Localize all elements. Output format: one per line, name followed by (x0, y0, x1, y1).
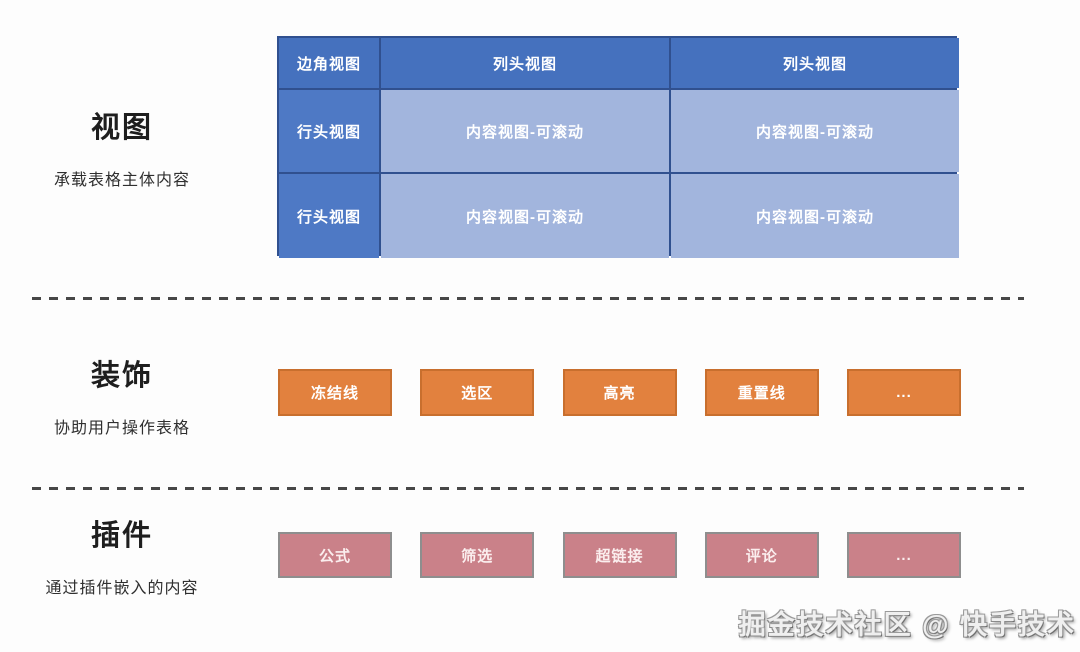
content-view-cell: 内容视图-可滚动 (381, 174, 669, 258)
watermark-text: 掘金技术社区 @ 快手技术 (738, 610, 1076, 640)
decorations-box-row: 冻结线 选区 高亮 重置线 ... (278, 369, 961, 416)
section-divider (32, 297, 1024, 300)
views-grid: 边角视图 列头视图 列头视图 行头视图 内容视图-可滚动 内容视图-可滚动 行头… (277, 36, 959, 258)
selection-box: 选区 (420, 369, 535, 416)
views-section-label: 视图 承载表格主体内容 (22, 104, 222, 190)
content-view-cell: 内容视图-可滚动 (381, 90, 669, 172)
hyperlink-box: 超链接 (562, 532, 677, 578)
content-view-cell: 内容视图-可滚动 (671, 90, 959, 172)
reset-line-box: 重置线 (704, 369, 819, 416)
content-view-cell: 内容视图-可滚动 (671, 174, 959, 258)
decorations-section-title: 装饰 (90, 360, 153, 392)
views-section-subtitle: 承载表格主体内容 (53, 172, 190, 189)
filter-box: 筛选 (420, 532, 535, 578)
freeze-line-box: 冻结线 (278, 369, 392, 416)
plugins-section-subtitle: 通过插件嵌入的内容 (45, 580, 199, 597)
views-section-title: 视图 (90, 112, 153, 144)
col-header-view-cell: 列头视图 (381, 38, 669, 88)
formula-box: 公式 (278, 532, 392, 578)
row-header-view-cell: 行头视图 (279, 90, 379, 172)
comment-box: 评论 (704, 532, 819, 578)
row-header-view-cell: 行头视图 (279, 174, 379, 258)
deco-more-box: ... (847, 369, 961, 416)
plugins-box-row: 公式 筛选 超链接 评论 ... (278, 532, 961, 578)
decorations-section-label: 装饰 协助用户操作表格 (22, 352, 222, 438)
highlight-box: 高亮 (562, 369, 677, 416)
plugin-more-box: ... (847, 532, 961, 578)
plugins-section-title: 插件 (90, 520, 153, 552)
decorations-section-subtitle: 协助用户操作表格 (53, 420, 190, 437)
section-divider (32, 487, 1024, 490)
corner-view-cell: 边角视图 (279, 38, 379, 88)
plugins-section-label: 插件 通过插件嵌入的内容 (22, 512, 222, 598)
col-header-view-cell: 列头视图 (671, 38, 959, 88)
